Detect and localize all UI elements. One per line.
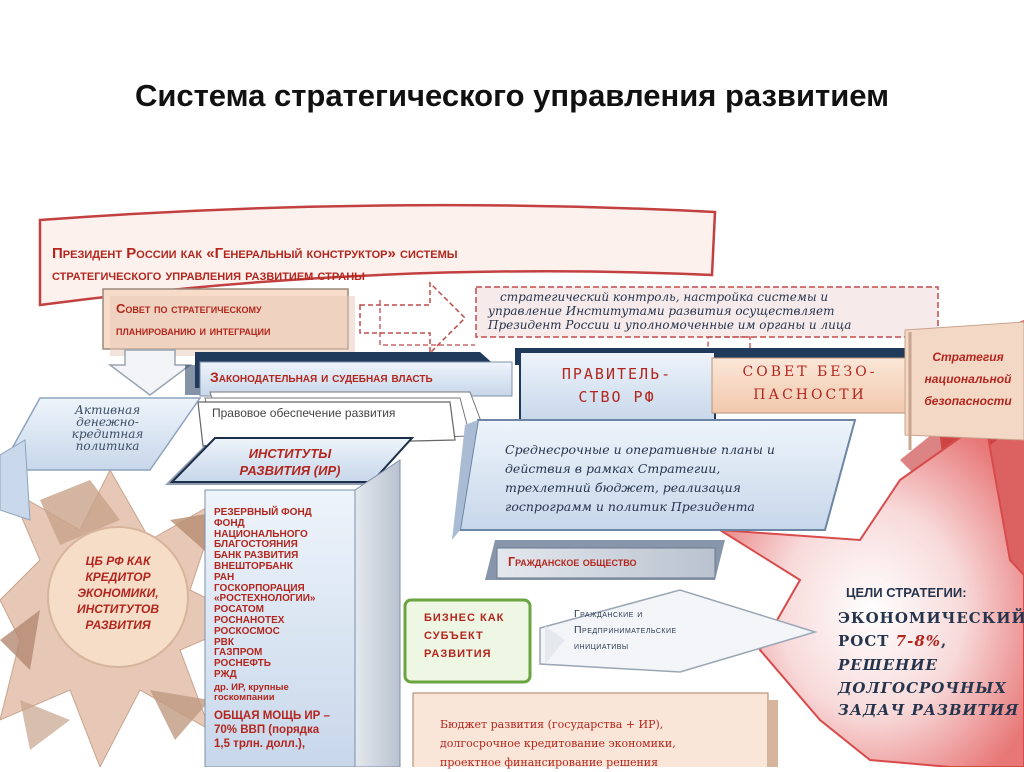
nss-line1: Стратегия — [932, 350, 1004, 364]
monetary-line3: кредитная — [71, 427, 144, 441]
president-banner-shape — [38, 203, 717, 307]
monetary-line4: политика — [75, 439, 140, 453]
government-shape — [519, 351, 716, 423]
dev-institutions-line1: ИНСТИТУТЫ — [248, 446, 332, 461]
security-council-line1: СОВЕТ БЕЗО- — [742, 364, 878, 380]
president-banner-line1: Президент России как «Генеральный констр… — [52, 245, 458, 262]
legislative-label: Законодательная и судебная власть — [210, 369, 433, 385]
goals-star — [719, 418, 1024, 767]
goals-growth-comma: , — [941, 632, 948, 650]
goals-line3: РЕШЕНИЕ — [838, 656, 938, 674]
initiatives-label: Гражданские и Предпринимательские инициа… — [574, 608, 677, 652]
goals-header: ЦЕЛИ СТРАТЕГИИ: — [846, 585, 967, 600]
government-line2: СТВО РФ — [578, 388, 656, 406]
strategic-control-line3: Президент России и уполномоченные им орг… — [488, 318, 852, 332]
goals-growth-label: РОСТ — [838, 632, 896, 650]
strategic-control-line2: управление Институтами развития осуществ… — [488, 304, 835, 318]
budget-label: Бюджет развития (государства + ИР), долг… — [440, 718, 676, 769]
dev-institutions-line2: РАЗВИТИЯ (ИР) — [239, 463, 341, 478]
institutions-other: др. ИР, крупные госкомпании — [214, 682, 289, 703]
council-planning-line1: Совет по стратегическому — [116, 301, 262, 316]
nss-line2: национальной — [924, 372, 1012, 386]
business-shape — [403, 598, 532, 684]
strategic-control-line1: стратегический контроль, настройка систе… — [500, 290, 829, 304]
goals-growth-value: 7-8% — [895, 632, 942, 650]
monetary-policy-shape — [0, 397, 202, 471]
goals-line4: ДОЛГОСРОЧНЫХ — [838, 679, 1007, 697]
midterm-plans-label: Среднесрочные и оперативные планы и дейс… — [505, 442, 775, 514]
institutions-list: РЕЗЕРВНЫЙ ФОНД ФОНД НАЦИОНАЛЬНОГО БЛАГОС… — [214, 507, 316, 680]
slide-title: Система стратегического управления разви… — [134, 78, 890, 113]
initiatives-shape — [539, 589, 818, 673]
institutions-power: ОБЩАЯ МОЩЬ ИР – 70% ВВП (порядка 1,5 трл… — [214, 710, 330, 750]
budget-shape — [412, 692, 769, 767]
civil-society-shape — [496, 547, 716, 579]
goals-line5: ЗАДАЧ РАЗВИТИЯ — [838, 701, 1020, 719]
council-planning-line2: планированию и интеграции — [116, 323, 271, 338]
president-banner-line2: стратегического управления развитием стр… — [52, 267, 365, 284]
midterm-plans-shape — [458, 419, 857, 531]
central-bank-label: ЦБ РФ КАК КРЕДИТОР ЭКОНОМИКИ, ИНСТИТУТОВ… — [76, 554, 160, 632]
nss-line3: безопасности — [924, 394, 1012, 408]
security-council-line2: ПАСНОСТИ — [753, 387, 867, 403]
legal-support-label: Правовое обеспечение развития — [212, 406, 396, 420]
legislative-shape — [199, 361, 513, 397]
central-bank-circle — [47, 526, 189, 668]
civil-society-label: Гражданское общество — [508, 555, 637, 569]
business-label: БИЗНЕС КАК СУБЪЕКТ РАЗВИТИЯ — [424, 612, 505, 660]
goals-line1: ЭКОНОМИЧЕСКИЙ — [838, 609, 1024, 627]
goals-line2: РОСТ 7-8%, — [838, 632, 947, 650]
government-line1: ПРАВИТЕЛЬ- — [561, 365, 673, 383]
security-council-shape — [711, 357, 908, 414]
monetary-line2: денежно- — [76, 415, 139, 429]
monetary-line1: Активная — [74, 403, 141, 417]
